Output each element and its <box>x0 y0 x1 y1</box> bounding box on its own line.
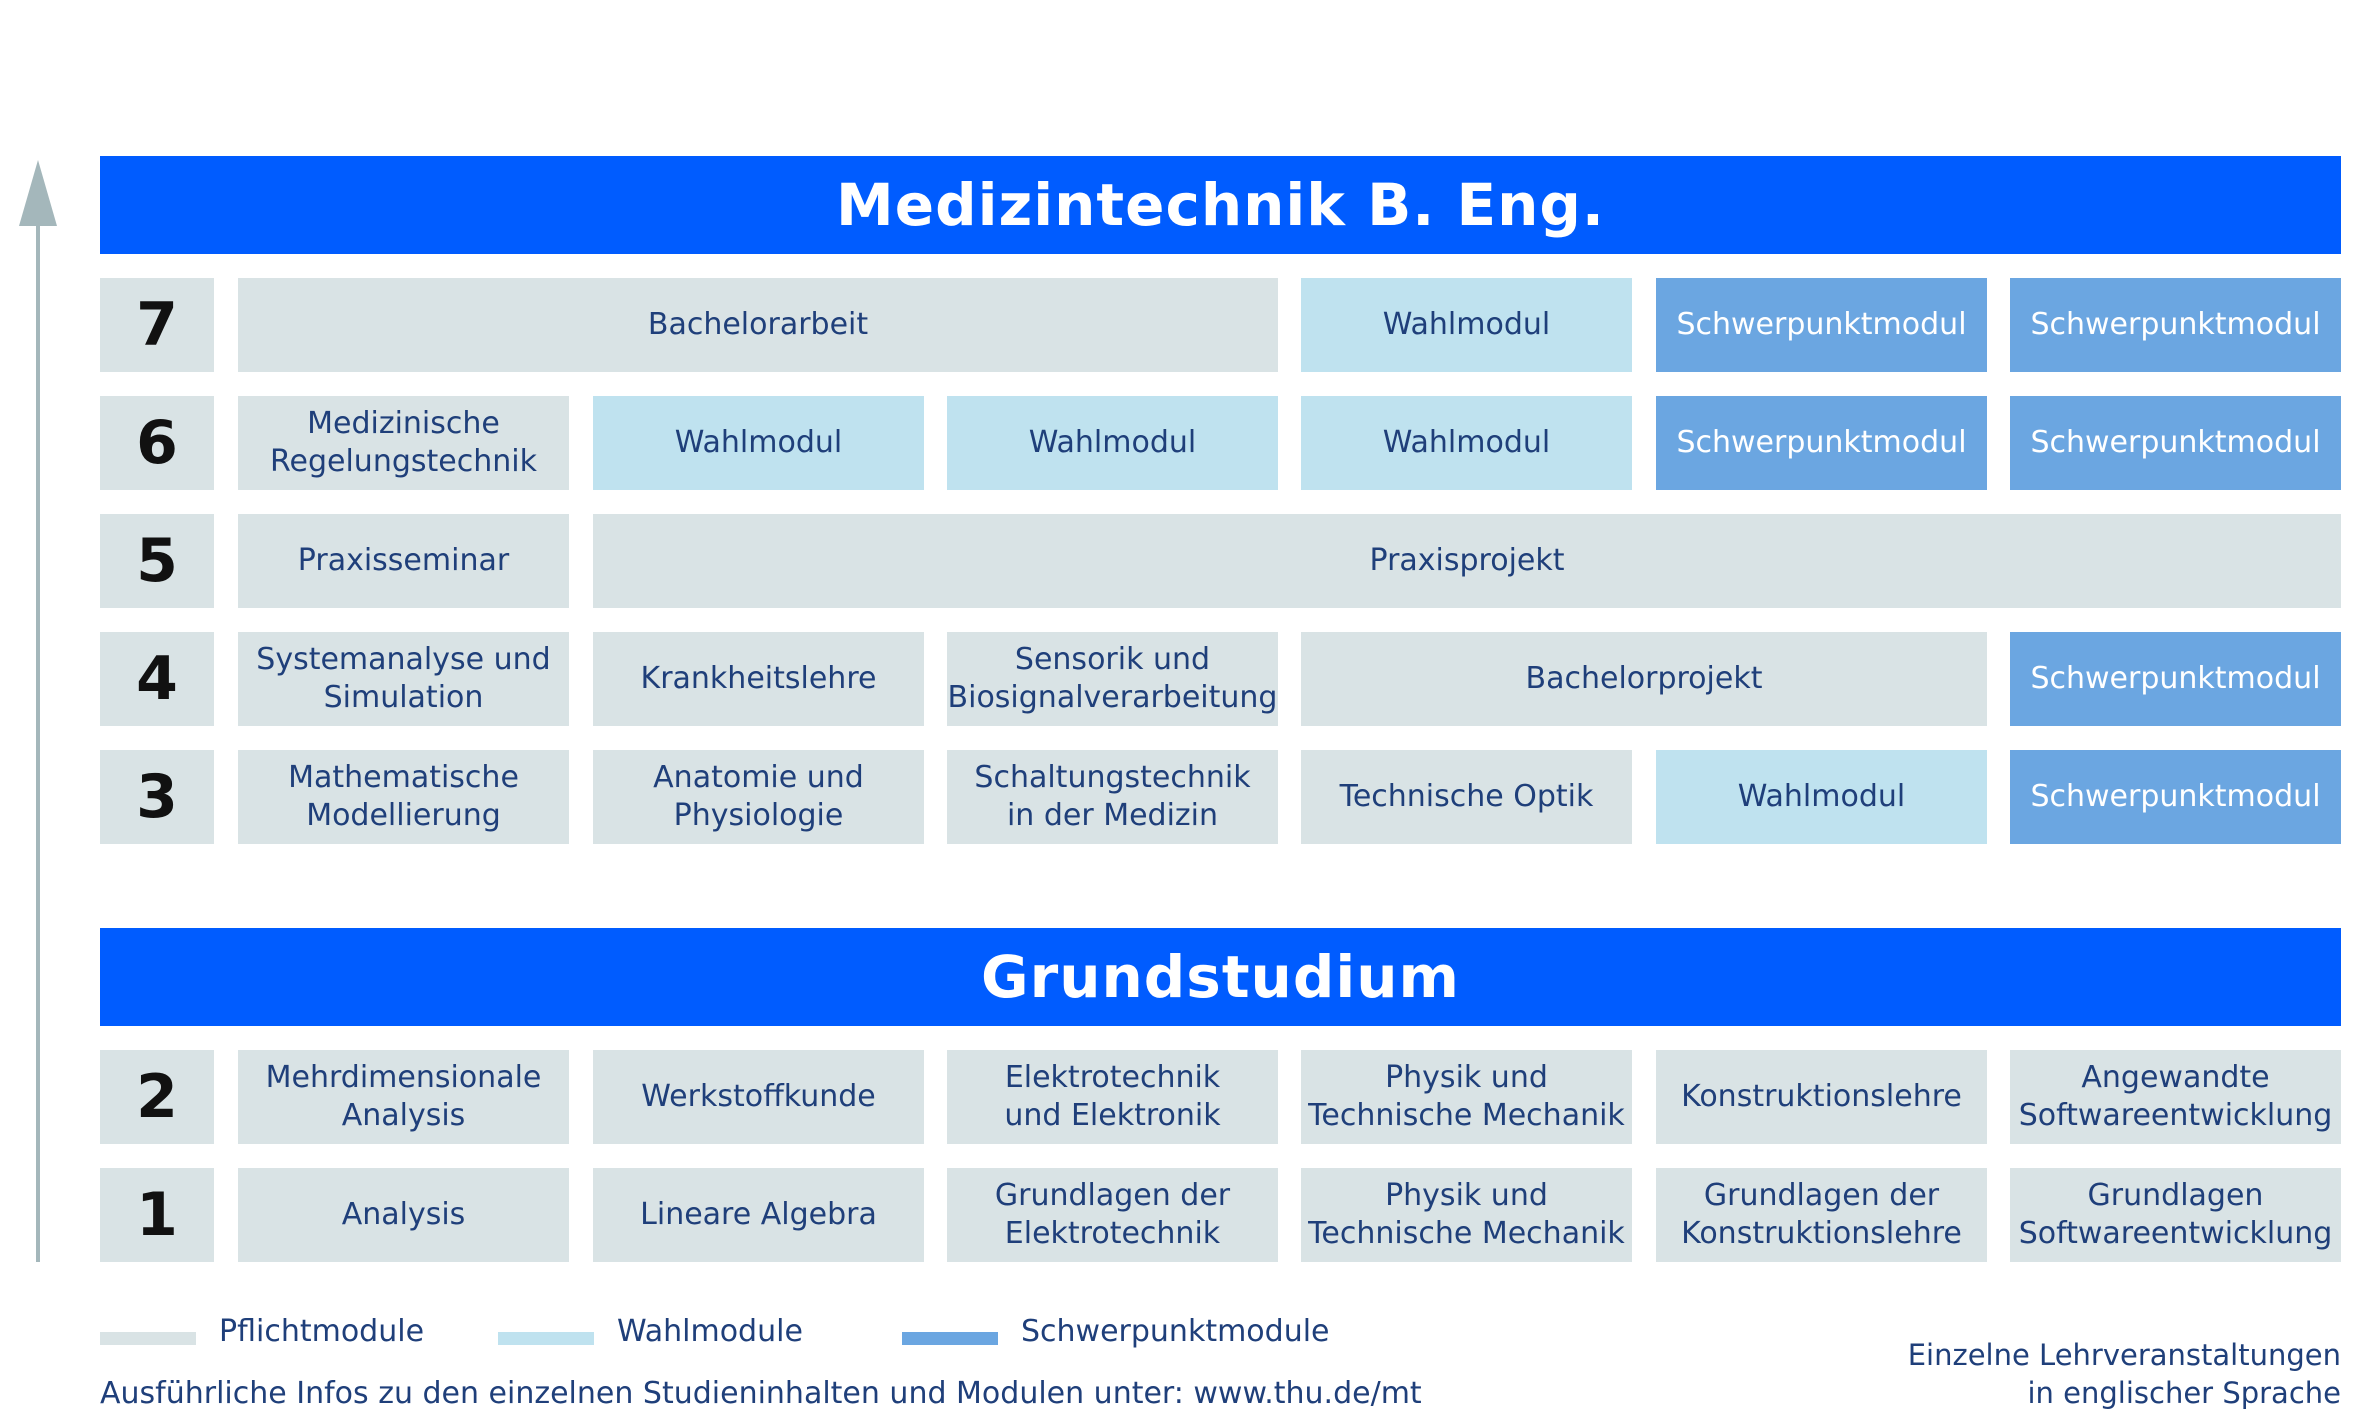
semester-number-5: 5 <box>100 514 214 608</box>
module-cell: Schwerpunktmodul <box>1656 278 1987 372</box>
module-cell: Medizinische Regelungstechnik <box>238 396 569 490</box>
module-cell: Lineare Algebra <box>593 1168 924 1262</box>
module-cell: Praxisprojekt <box>593 514 2341 608</box>
info-footer: Ausführliche Infos zu den einzelnen Stud… <box>100 1376 1422 1411</box>
module-cell: Sensorik und Biosignalverarbeitung <box>947 632 1278 726</box>
module-cell: Wahlmodul <box>1656 750 1987 844</box>
module-cell: Physik und Technische Mechanik <box>1301 1050 1632 1144</box>
module-cell: Bachelorarbeit <box>238 278 1278 372</box>
legend-swatch-pflicht <box>100 1332 196 1345</box>
module-cell: Schwerpunktmodul <box>2010 632 2341 726</box>
semester-number-2: 2 <box>100 1050 214 1144</box>
semester-number-7: 7 <box>100 278 214 372</box>
legend-label-schwer: Schwerpunktmodule <box>1021 1314 1330 1349</box>
module-cell: Schwerpunktmodul <box>2010 750 2341 844</box>
semester-axis-line <box>36 210 40 1262</box>
module-cell: Schwerpunktmodul <box>2010 396 2341 490</box>
legend-swatch-schwer <box>902 1332 998 1345</box>
module-cell: Angewandte Softwareentwicklung <box>2010 1050 2341 1144</box>
module-cell: Grundlagen der Konstruktionslehre <box>1656 1168 1987 1262</box>
module-cell: Grundlagen Softwareentwicklung <box>2010 1168 2341 1262</box>
semester-number-1: 1 <box>100 1168 214 1262</box>
semester-number-3: 3 <box>100 750 214 844</box>
module-cell: Elektrotechnik und Elektronik <box>947 1050 1278 1144</box>
module-cell: Anatomie und Physiologie <box>593 750 924 844</box>
module-cell: Krankheitslehre <box>593 632 924 726</box>
module-cell: Schwerpunktmodul <box>2010 278 2341 372</box>
module-cell: Bachelorprojekt <box>1301 632 1987 726</box>
program-title-banner: Medizintechnik B. Eng. <box>100 156 2341 254</box>
english-note: Einzelne Lehrveranstaltungen in englisch… <box>1907 1338 2341 1410</box>
module-cell: Schaltungstechnik in der Medizin <box>947 750 1278 844</box>
legend-swatch-wahl <box>498 1332 594 1345</box>
module-cell: Mehrdimensionale Analysis <box>238 1050 569 1144</box>
semester-number-4: 4 <box>100 632 214 726</box>
module-cell: Analysis <box>238 1168 569 1262</box>
module-cell: Wahlmodul <box>593 396 924 490</box>
module-cell: Systemanalyse und Simulation <box>238 632 569 726</box>
legend-label-wahl: Wahlmodule <box>617 1314 803 1349</box>
module-cell: Technische Optik <box>1301 750 1632 844</box>
module-cell: Werkstoffkunde <box>593 1050 924 1144</box>
module-cell: Wahlmodul <box>1301 278 1632 372</box>
module-cell: Physik und Technische Mechanik <box>1301 1168 1632 1262</box>
module-cell: Schwerpunktmodul <box>1656 396 1987 490</box>
grundstudium-banner: Grundstudium <box>100 928 2341 1026</box>
module-cell: Wahlmodul <box>947 396 1278 490</box>
module-cell: Mathematische Modellierung <box>238 750 569 844</box>
module-cell: Wahlmodul <box>1301 396 1632 490</box>
module-cell: Grundlagen der Elektrotechnik <box>947 1168 1278 1262</box>
module-cell: Praxisseminar <box>238 514 569 608</box>
module-cell: Konstruktionslehre <box>1656 1050 1987 1144</box>
legend-label-pflicht: Pflichtmodule <box>219 1314 425 1349</box>
semester-number-6: 6 <box>100 396 214 490</box>
